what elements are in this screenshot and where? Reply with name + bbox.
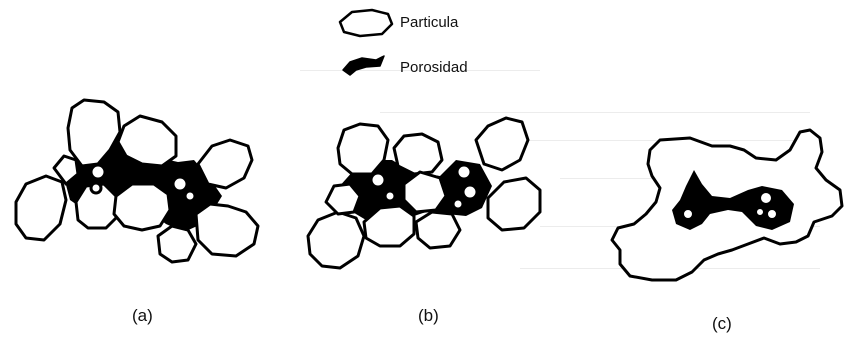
particle (463, 185, 477, 199)
particle (158, 226, 196, 262)
caption-b: (b) (418, 306, 439, 326)
caption-a: (a) (132, 306, 153, 326)
legend-particle-symbol (340, 10, 392, 36)
particle (488, 178, 540, 230)
legend-porosity-label: Porosidad (400, 59, 468, 76)
particle (767, 209, 777, 219)
particle (16, 176, 66, 240)
panel-a (16, 100, 258, 262)
particle (173, 177, 187, 191)
particle (457, 165, 471, 179)
particle (185, 191, 195, 201)
particle (416, 212, 460, 248)
particle (326, 184, 360, 214)
legend (340, 10, 392, 75)
particle (196, 204, 258, 256)
particle (385, 191, 395, 201)
particle (308, 212, 364, 268)
particle (476, 118, 528, 170)
legend-particle-label: Particula (400, 14, 458, 31)
particle (91, 183, 101, 193)
particle (91, 165, 105, 179)
particle (453, 199, 463, 209)
particle (404, 172, 446, 212)
particle (198, 140, 252, 188)
panel-b (308, 118, 540, 268)
caption-c: (c) (712, 314, 732, 334)
panel-c (612, 130, 842, 280)
particle (114, 184, 170, 230)
legend-porosity-symbol (343, 56, 384, 75)
particle (394, 134, 442, 174)
particle (683, 209, 693, 219)
particle (756, 208, 764, 216)
particle (371, 173, 385, 187)
particle (760, 192, 772, 204)
